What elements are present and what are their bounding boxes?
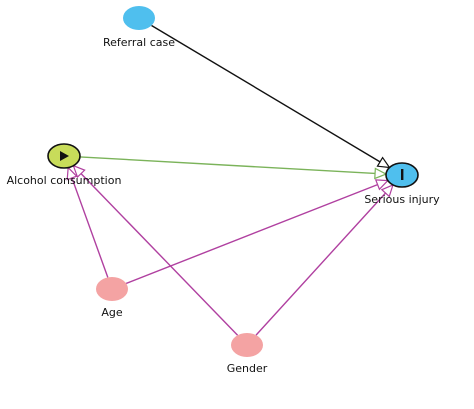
arrowhead-gender-to-injury <box>380 183 394 198</box>
gender-label: Gender <box>226 362 268 375</box>
play-icon <box>60 151 69 161</box>
edge-gender-to-injury <box>255 192 387 336</box>
arrowhead-alcohol-to-injury <box>374 167 388 180</box>
arrowhead-referral-to-injury <box>376 156 391 169</box>
age-node[interactable] <box>96 277 128 301</box>
referral-case-label: Referral case <box>103 36 175 49</box>
edge-referral-to-injury <box>151 24 381 163</box>
gender-node[interactable] <box>231 333 263 357</box>
referral-case-node[interactable] <box>123 6 155 30</box>
arrowhead-age-to-alcohol <box>66 166 78 181</box>
alcohol-consumption-label: Alcohol consumption <box>6 174 122 187</box>
edge-gender-to-alcohol <box>80 173 239 336</box>
edge-alcohol-to-injury <box>79 156 376 175</box>
bar-icon <box>401 169 404 180</box>
age-label: Age <box>101 306 123 319</box>
edge-age-to-injury <box>125 183 378 285</box>
arrowhead-gender-to-alcohol <box>72 164 86 179</box>
edge-age-to-alcohol <box>71 177 109 278</box>
arrowhead-age-to-injury <box>374 179 390 191</box>
serious-injury-label: Serious injury <box>364 193 440 206</box>
